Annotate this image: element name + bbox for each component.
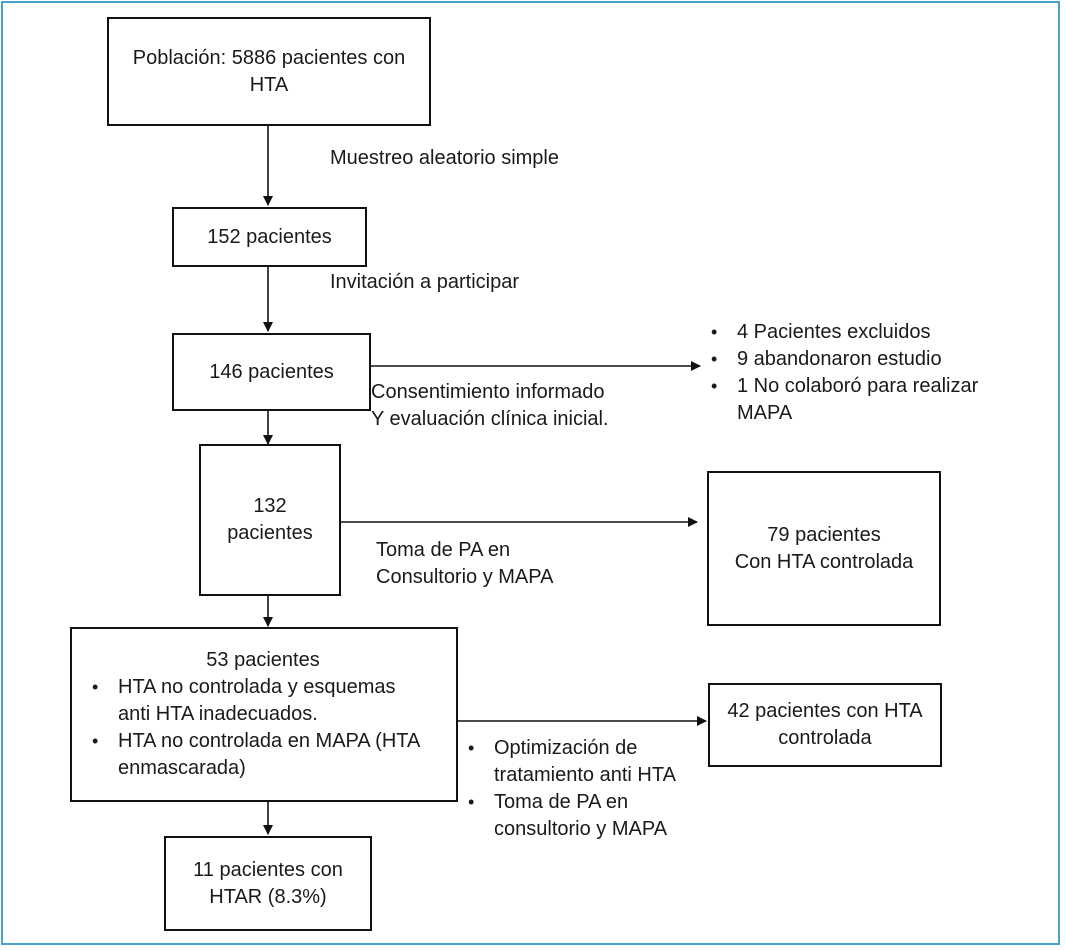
excluded-item-2-line-1: 9 abandonaron estudio: [737, 348, 942, 370]
node-poblacion-line-2: HTA: [249, 73, 289, 96]
optimization-item-1-line-1: Optimización de: [494, 737, 638, 759]
edge-label-invitacion: Invitación a participar: [330, 271, 519, 293]
node-53-bullet-2-line-2: enmascarada): [118, 757, 246, 779]
node-53-bullet-1: HTA no controlada y esquemas anti HTA in…: [84, 674, 442, 728]
node-42-pacientes: 42 pacientes con HTA controlada: [708, 683, 942, 767]
node-132-pacientes: 132 pacientes: [199, 444, 341, 596]
node-42-line-1: 42 pacientes con HTA: [727, 700, 923, 722]
node-53-bullet-2-line-1: HTA no controlada en MAPA (HTA: [118, 730, 421, 752]
node-79-line-1: 79 pacientes: [767, 523, 881, 546]
node-53-bullet-1-line-1: HTA no controlada y esquemas: [118, 676, 396, 698]
node-132-line-2: pacientes: [227, 522, 313, 544]
edge-label-toma-pa: Toma de PA en Consultorio y MAPA: [376, 537, 553, 591]
edge-label-toma-pa-line-1: Toma de PA en: [376, 539, 511, 561]
excluded-item-3-line-1: 1 No colaboró para realizar: [737, 375, 979, 397]
edge-label-consentimiento: Consentimiento informado Y evaluación cl…: [371, 379, 609, 433]
excluded-item-3-line-2: MAPA: [737, 402, 793, 424]
node-53-bullet-1-line-2: anti HTA inadecuados.: [118, 703, 318, 725]
edge-label-toma-pa-line-2: Consultorio y MAPA: [376, 566, 554, 588]
node-53-title: 53 pacientes: [206, 649, 320, 671]
optimization-item-1-line-2: tratamiento anti HTA: [494, 764, 676, 786]
optimization-list: Optimización de tratamiento anti HTA Tom…: [460, 735, 676, 843]
node-146-pacientes: 146 pacientes: [172, 333, 371, 411]
node-poblacion: Población: 5886 pacientes con HTA: [107, 17, 431, 126]
node-53-bullets: HTA no controlada y esquemas anti HTA in…: [84, 674, 442, 782]
edge-label-muestreo: Muestreo aleatorio simple: [330, 147, 559, 169]
node-79-line-2: Con HTA controlada: [734, 550, 914, 573]
node-42-line-2: controlada: [778, 727, 872, 749]
node-11-pacientes: 11 pacientes con HTAR (8.3%): [164, 836, 372, 931]
excluded-item-3: 1 No colaboró para realizar MAPA: [703, 373, 978, 427]
excluded-item-1-line-1: 4 Pacientes excluidos: [737, 321, 931, 343]
optimization-item-1: Optimización de tratamiento anti HTA: [460, 735, 676, 789]
optimization-item-2: Toma de PA en consultorio y MAPA: [460, 789, 676, 843]
node-53-bullet-2: HTA no controlada en MAPA (HTA enmascara…: [84, 728, 442, 782]
node-53-pacientes: 53 pacientes HTA no controlada y esquema…: [70, 627, 458, 802]
node-152-pacientes: 152 pacientes: [172, 207, 367, 267]
node-132-line-1: 132: [253, 495, 287, 517]
excluded-item-1: 4 Pacientes excluidos: [703, 319, 978, 346]
optimization-item-2-line-1: Toma de PA en: [494, 791, 629, 813]
node-poblacion-line-1: Población: 5886 pacientes con: [132, 46, 406, 69]
optimization-item-2-line-2: consultorio y MAPA: [494, 818, 668, 840]
node-11-line-2: HTAR (8.3%): [209, 885, 327, 908]
edge-label-consentimiento-line-2: Y evaluación clínica inicial.: [371, 408, 609, 430]
edge-label-consentimiento-line-1: Consentimiento informado: [371, 381, 605, 403]
node-146-label: 146 pacientes: [209, 360, 334, 383]
node-11-line-1: 11 pacientes con: [193, 858, 343, 881]
node-79-pacientes: 79 pacientes Con HTA controlada: [707, 471, 941, 626]
excluded-list: 4 Pacientes excluidos 9 abandonaron estu…: [703, 319, 978, 427]
node-152-label: 152 pacientes: [207, 225, 332, 248]
excluded-item-2: 9 abandonaron estudio: [703, 346, 978, 373]
